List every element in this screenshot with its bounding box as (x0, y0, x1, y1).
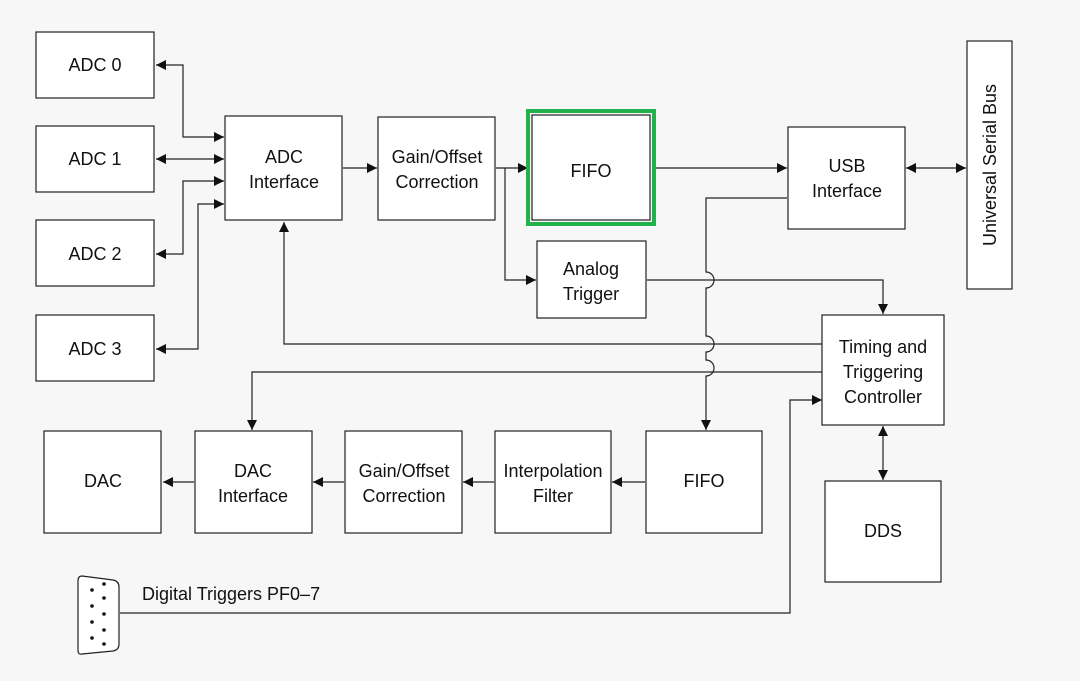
usb-interface-label-1: USB (828, 156, 865, 176)
adc-interface-label-1: ADC (265, 147, 303, 167)
fifo-highlight (526, 109, 656, 226)
timing-controller-label-3: Controller (844, 387, 922, 407)
dac-label: DAC (84, 471, 122, 491)
usb-interface-label-2: Interface (812, 181, 882, 201)
dac-interface-block: DAC Interface (194, 430, 313, 534)
dds-block: DDS (824, 480, 942, 583)
fifo-bottom-label: FIFO (684, 471, 725, 491)
fifo-top-label: FIFO (571, 161, 612, 181)
adc3-label: ADC 3 (68, 339, 121, 359)
db9-connector-icon (77, 575, 120, 655)
gain-offset-top-label-2: Correction (395, 172, 478, 192)
universal-serial-bus-block: Universal Serial Bus (966, 40, 1013, 290)
analog-trigger-label-2: Trigger (563, 284, 619, 304)
usb-interface-block: USB Interface (787, 126, 906, 230)
universal-serial-bus-label: Universal Serial Bus (980, 84, 1000, 246)
fifo-bottom-block: FIFO (645, 430, 763, 534)
adc2-block: ADC 2 (35, 219, 155, 287)
gain-to-analog-trigger (504, 168, 536, 285)
gain-offset-top-label-1: Gain/Offset (392, 147, 483, 167)
dac-interface-label-1: DAC (234, 461, 272, 481)
adc2-label: ADC 2 (68, 244, 121, 264)
connections (120, 60, 966, 614)
adc1-label: ADC 1 (68, 149, 121, 169)
timing-controller-block: Timing and Triggering Controller (821, 314, 945, 426)
gain-offset-bottom-label-2: Correction (362, 486, 445, 506)
adc0-label: ADC 0 (68, 55, 121, 75)
analog-trigger-to-timing (647, 279, 888, 314)
adc3-link (156, 199, 224, 354)
dds-label: DDS (864, 521, 902, 541)
analog-trigger-label-1: Analog (563, 259, 619, 279)
interpolation-filter-label-1: Interpolation (503, 461, 602, 481)
adc1-block: ADC 1 (35, 125, 155, 193)
dac-block: DAC (43, 430, 162, 534)
timing-to-adcif (279, 222, 822, 345)
timing-controller-label-2: Triggering (843, 362, 923, 382)
timing-to-dacif (247, 371, 822, 430)
fifo-top-block: FIFO (526, 109, 656, 226)
interpolation-filter-block: Interpolation Filter (494, 430, 612, 534)
analog-trigger-block: Analog Trigger (536, 240, 647, 319)
dac-interface-label-2: Interface (218, 486, 288, 506)
adc-interface-block: ADC Interface (224, 115, 343, 221)
gain-offset-bottom-block: Gain/Offset Correction (344, 430, 463, 534)
adc3-block: ADC 3 (35, 314, 155, 382)
gain-offset-top-block: Gain/Offset Correction (377, 116, 496, 221)
adc-interface-label-2: Interface (249, 172, 319, 192)
gain-offset-bottom-label-1: Gain/Offset (359, 461, 450, 481)
timing-controller-label-1: Timing and (839, 337, 927, 357)
interpolation-filter-label-2: Filter (533, 486, 573, 506)
adc0-link (156, 60, 224, 142)
usb-to-fifo-bottom (701, 197, 787, 430)
digital-triggers-to-timing (120, 395, 822, 614)
digital-triggers-label: Digital Triggers PF0–7 (142, 584, 320, 604)
adc2-link (156, 176, 224, 259)
adc0-block: ADC 0 (35, 31, 155, 99)
